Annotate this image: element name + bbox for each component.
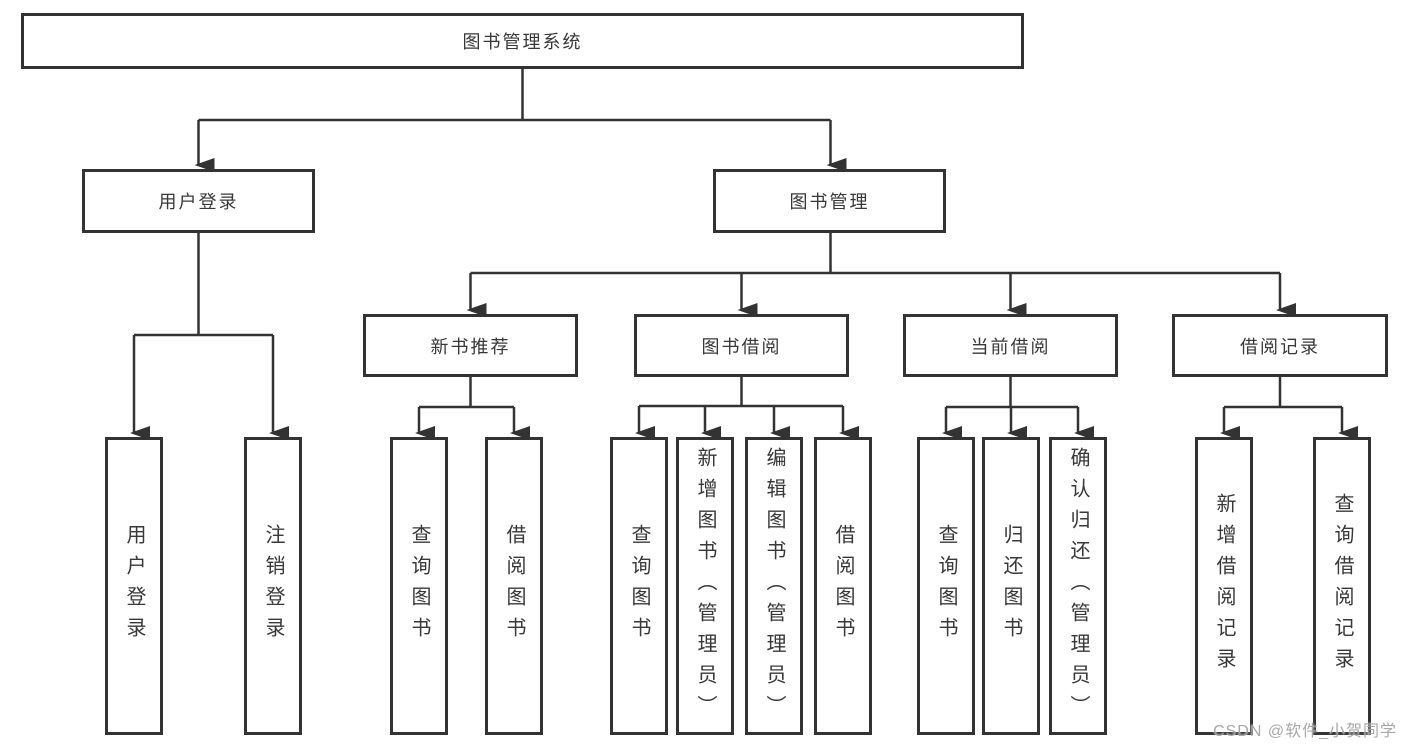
node-library-management-system: 图书管理系统 — [21, 13, 1024, 69]
node-user-login-branch: 用户登录 — [82, 169, 315, 233]
node-query-borrow-record-label: 查询借阅记录 — [1331, 493, 1353, 679]
node-add-book-admin-label: 新增图书（管理员） — [694, 446, 716, 726]
node-add-borrow-record: 新增借阅记录 — [1195, 437, 1253, 735]
node-edit-book-admin: 编辑图书（管理员） — [745, 437, 803, 735]
node-user-login: 用户登录 — [105, 437, 163, 735]
node-query-books-1: 查询图书 — [390, 437, 448, 735]
node-book-borrowing: 图书借阅 — [634, 314, 849, 377]
node-query-books-3: 查询图书 — [917, 437, 975, 735]
node-query-borrow-record: 查询借阅记录 — [1313, 437, 1371, 735]
node-borrowing-records: 借阅记录 — [1172, 314, 1388, 377]
node-logout: 注销登录 — [244, 437, 302, 735]
node-query-books-3-label: 查询图书 — [935, 524, 957, 648]
node-borrow-books-2-label: 借阅图书 — [832, 524, 854, 648]
node-add-book-admin: 新增图书（管理员） — [676, 437, 734, 735]
node-edit-book-admin-label: 编辑图书（管理员） — [763, 446, 785, 726]
node-book-management: 图书管理 — [713, 169, 946, 233]
node-logout-label: 注销登录 — [262, 524, 284, 648]
node-return-books: 归还图书 — [982, 437, 1040, 735]
node-borrow-books-2: 借阅图书 — [814, 437, 872, 735]
node-new-book-recommendation: 新书推荐 — [363, 314, 578, 377]
node-current-borrowing: 当前借阅 — [903, 314, 1118, 377]
node-query-books-2-label: 查询图书 — [628, 524, 650, 648]
node-borrow-books-1-label: 借阅图书 — [503, 524, 525, 648]
node-return-books-label: 归还图书 — [1000, 524, 1022, 648]
node-confirm-return-admin: 确认归还（管理员） — [1049, 437, 1107, 735]
node-confirm-return-admin-label: 确认归还（管理员） — [1067, 446, 1089, 726]
node-borrow-books-1: 借阅图书 — [485, 437, 543, 735]
node-add-borrow-record-label: 新增借阅记录 — [1213, 493, 1235, 679]
node-user-login-label: 用户登录 — [123, 524, 145, 648]
node-query-books-1-label: 查询图书 — [408, 524, 430, 648]
node-query-books-2: 查询图书 — [610, 437, 668, 735]
csdn-watermark: CSDN @软件_小贺同学 — [1213, 723, 1397, 740]
